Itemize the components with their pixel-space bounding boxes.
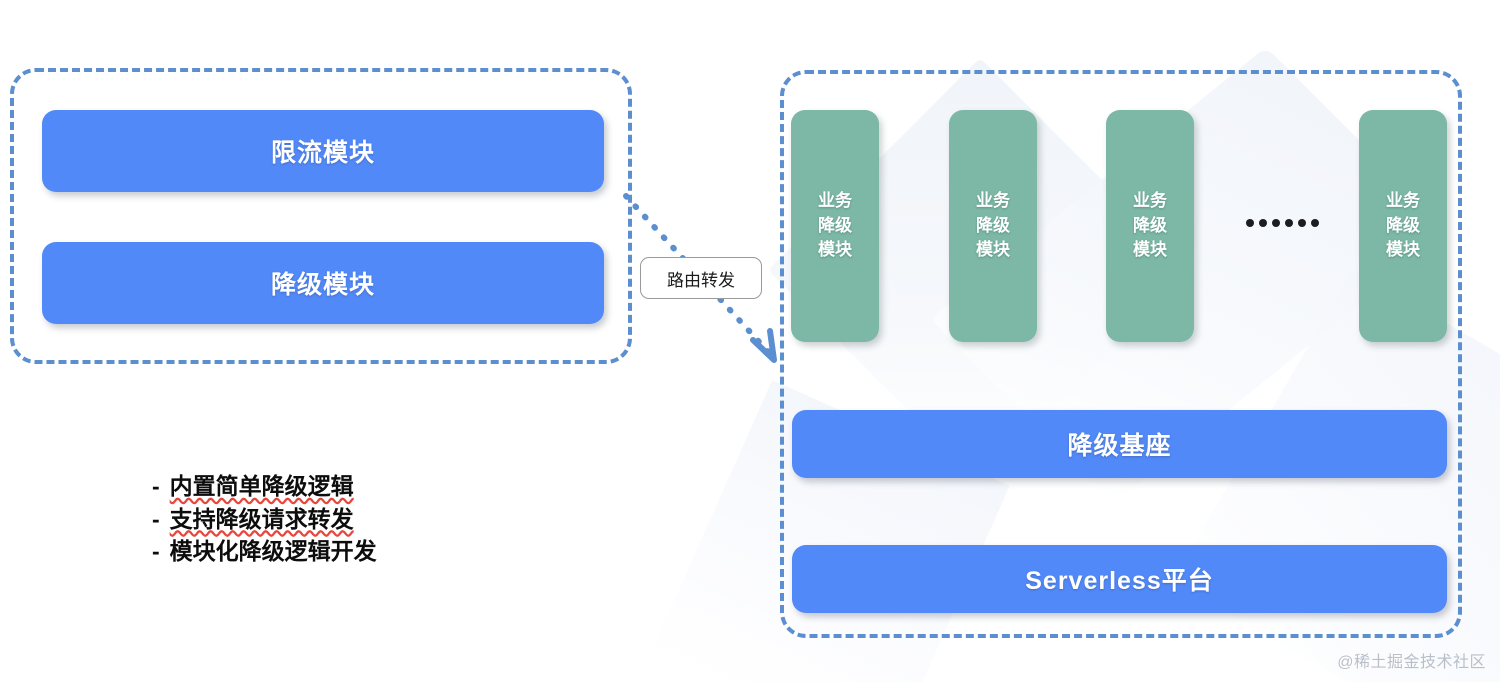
card-business-degrade-module-2[interactable]: 业务 降级 模块 [949, 110, 1037, 342]
svc1-line3: 模块 [818, 240, 852, 260]
card-business-degrade-module-n[interactable]: 业务 降级 模块 [1359, 110, 1447, 342]
note-bullet: - [152, 473, 160, 499]
site-watermark: @稀土掘金技术社区 [1337, 654, 1486, 671]
svc3-line2: 降级 [1133, 215, 1167, 235]
right-group-panel [780, 70, 1462, 638]
svc1-line1: 业务 [818, 191, 852, 211]
ellipsis-indicator [1246, 219, 1319, 227]
ellipsis-dot [1272, 219, 1280, 227]
ellipsis-dot [1311, 219, 1319, 227]
svc3-line3: 模块 [1133, 240, 1167, 260]
ellipsis-dot [1285, 219, 1293, 227]
svc2-line3: 模块 [976, 240, 1010, 260]
svcn-line2: 降级 [1386, 215, 1420, 235]
note-text-3: 模块化降级逻辑开发 [169, 538, 377, 565]
card-business-degrade-module-1[interactable]: 业务 降级 模块 [791, 110, 879, 342]
ellipsis-dot [1246, 219, 1254, 227]
card-degrade-base[interactable]: 降级基座 [792, 410, 1447, 478]
note-bullet: - [152, 538, 160, 565]
note-text-1: 内置简单降级逻辑 [169, 473, 354, 499]
svcn-line3: 模块 [1386, 240, 1420, 260]
svc2-line2: 降级 [976, 215, 1010, 235]
route-forward-label-text: 路由转发 [667, 270, 735, 290]
note-text-2: 支持降级请求转发 [169, 505, 354, 532]
svc1-line2: 降级 [818, 215, 852, 235]
note-item-3: - 模块化降级逻辑开发 [152, 535, 377, 568]
notes-list: - 内置简单降级逻辑 - 支持降级请求转发 - 模块化降级逻辑开发 [152, 470, 377, 568]
ellipsis-dot [1259, 219, 1267, 227]
svc3-line1: 业务 [1133, 191, 1167, 211]
ellipsis-dot [1298, 219, 1306, 227]
route-forward-label: 路由转发 [640, 257, 762, 299]
card-rate-limit-module[interactable]: 限流模块 [42, 110, 604, 192]
card-business-degrade-module-3[interactable]: 业务 降级 模块 [1106, 110, 1194, 342]
card-degrade-module[interactable]: 降级模块 [42, 242, 604, 324]
note-item-2: - 支持降级请求转发 [152, 503, 377, 536]
note-item-1: - 内置简单降级逻辑 [152, 470, 377, 503]
svc2-line1: 业务 [976, 191, 1010, 211]
note-bullet: - [152, 505, 160, 532]
card-serverless-platform[interactable]: Serverless平台 [792, 545, 1447, 613]
svcn-line1: 业务 [1386, 191, 1420, 211]
